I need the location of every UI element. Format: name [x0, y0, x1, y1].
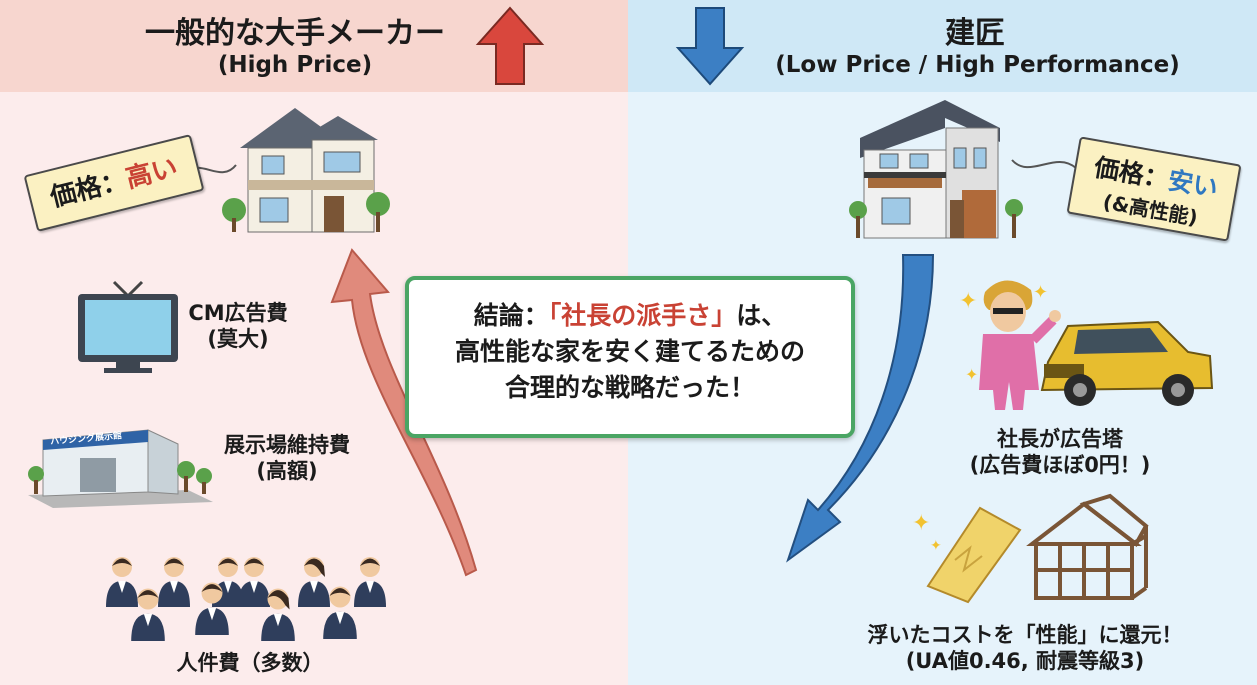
cm-cost-line1: CM広告費 — [188, 301, 288, 325]
performance-line2: (UA値0.46, 耐震等級3) — [905, 649, 1145, 674]
staff-person-icon — [261, 588, 295, 641]
staff-person-icon — [195, 582, 229, 635]
president-icon: ✦ ✦ ✦ — [959, 280, 1061, 410]
staff-person-icon — [131, 588, 165, 641]
staff-person-icon — [323, 586, 357, 639]
conclusion-highlight: 「社長の派手さ」 — [548, 301, 737, 330]
svg-text:✦: ✦ — [930, 538, 942, 554]
down-arrow-icon — [675, 7, 745, 86]
svg-text:✦: ✦ — [959, 289, 977, 314]
conclusion-line2: 高性能な家を安く建てるための — [454, 337, 805, 366]
staff-group-icon — [106, 557, 386, 641]
staff-person-icon — [298, 557, 330, 607]
showroom-cost-line1: 展示場維持費 — [224, 433, 350, 457]
staff-person-icon — [158, 557, 190, 607]
affordable-house-icon — [849, 100, 1023, 239]
right-title: 建匠 — [945, 16, 1005, 51]
showroom-icon — [28, 429, 213, 508]
svg-text:✦: ✦ — [1033, 282, 1048, 303]
cm-cost-line2: (莫大) — [207, 327, 269, 352]
president-line2: (広告費ほぼ0円！) — [969, 453, 1151, 478]
president-line1: 社長が広告塔 — [997, 427, 1123, 451]
staff-person-icon — [354, 557, 386, 607]
tag-string-right — [1011, 159, 1077, 169]
cost-down-arrow — [786, 254, 935, 563]
up-arrow-icon — [475, 6, 545, 85]
right-subtitle: (Low Price / High Performance) — [775, 52, 1180, 78]
showroom-cost-line2: (高額) — [256, 459, 318, 484]
staff-person-icon — [238, 557, 270, 607]
conclusion-box: 結論：「社長の派手さ」は、 高性能な家を安く建てるための 合理的な戦略だった！ — [405, 276, 855, 438]
tv-icon — [78, 280, 178, 373]
svg-text:✦: ✦ — [912, 511, 930, 536]
price-tag-value-high: 高い — [122, 152, 181, 195]
left-subtitle: (High Price) — [217, 52, 373, 78]
conclusion-prefix: 結論： — [473, 301, 549, 330]
showroom-cost-label: 展示場維持費 (高額) — [212, 432, 362, 485]
svg-text:✦: ✦ — [965, 365, 978, 384]
left-title: 一般的な大手メーカー — [145, 16, 445, 51]
luxury-car-icon — [1040, 320, 1214, 406]
personnel-cost-label: 人件費（多数） — [176, 651, 324, 675]
performance-label: 浮いたコストを「性能」に還元！ (UA値0.46, 耐震等級3) — [830, 622, 1220, 675]
conclusion-suffix: は、 — [736, 301, 787, 330]
right-header — [628, 0, 1257, 92]
expensive-house-icon — [222, 108, 390, 233]
president-label: 社長が広告塔 (広告費ほぼ0円！) — [940, 426, 1180, 479]
house-frame-icon — [1026, 493, 1149, 600]
performance-line1: 浮いたコストを「性能」に還元！ — [867, 623, 1183, 647]
staff-person-icon — [106, 557, 138, 607]
conclusion-line1: 結論：「社長の派手さ」は、 — [409, 298, 851, 334]
price-tag-prefix: 価格： — [47, 165, 131, 214]
insulation-icon: ✦ ✦ — [912, 506, 1022, 604]
cost-up-arrow — [330, 248, 478, 577]
conclusion-line3: 合理的な戦略だった！ — [504, 373, 755, 402]
cm-cost-label: CM広告費 (莫大) — [182, 300, 294, 353]
